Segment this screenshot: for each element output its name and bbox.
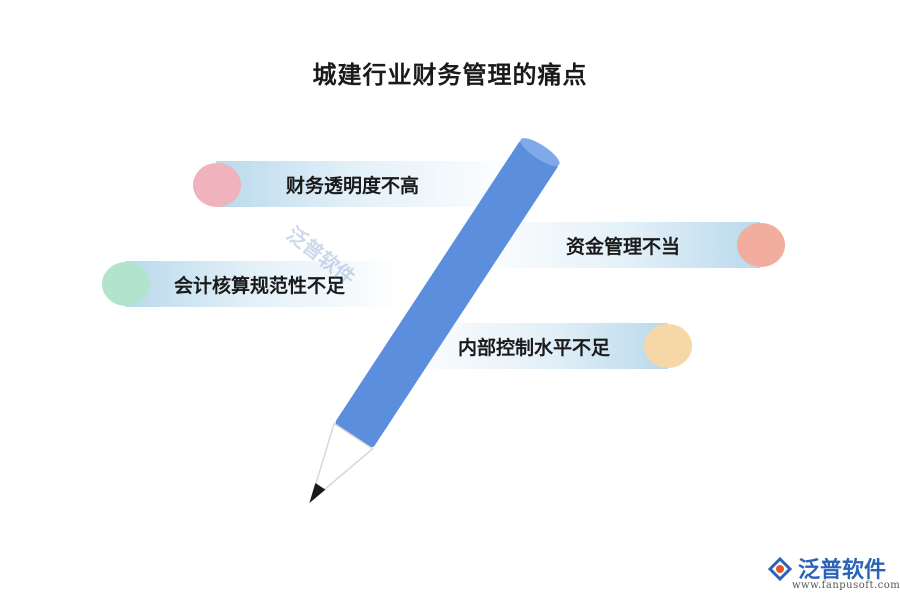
pencil-lead — [309, 483, 326, 504]
pain-point-bar-accounting: 会计核算规范性不足 — [125, 261, 405, 307]
peach-circle-icon — [644, 324, 692, 368]
pain-point-bar-fund-management: 资金管理不当 — [470, 222, 760, 268]
pain-point-label: 内部控制水平不足 — [457, 336, 610, 359]
pink-circle-icon — [193, 163, 241, 207]
pencil-wood-tip — [309, 422, 374, 504]
pain-point-bar-transparency: 财务透明度不高 — [216, 161, 520, 207]
pencil-body — [335, 140, 558, 448]
pencil-cap — [520, 138, 560, 166]
brand-logo: 泛普软件 — [766, 552, 886, 584]
brand-name: 泛普软件 — [798, 558, 887, 583]
green-circle-icon — [102, 262, 150, 306]
brand-url: www.fanpusoft.com — [792, 580, 900, 591]
pain-point-label: 财务透明度不高 — [286, 174, 420, 197]
diagram-title: 城建行业财务管理的痛点 — [312, 61, 588, 89]
pain-point-label: 会计核算规范性不足 — [174, 274, 346, 297]
pain-point-label: 资金管理不当 — [565, 235, 680, 258]
salmon-circle-icon — [737, 223, 785, 267]
brand-mark-icon — [767, 556, 793, 581]
